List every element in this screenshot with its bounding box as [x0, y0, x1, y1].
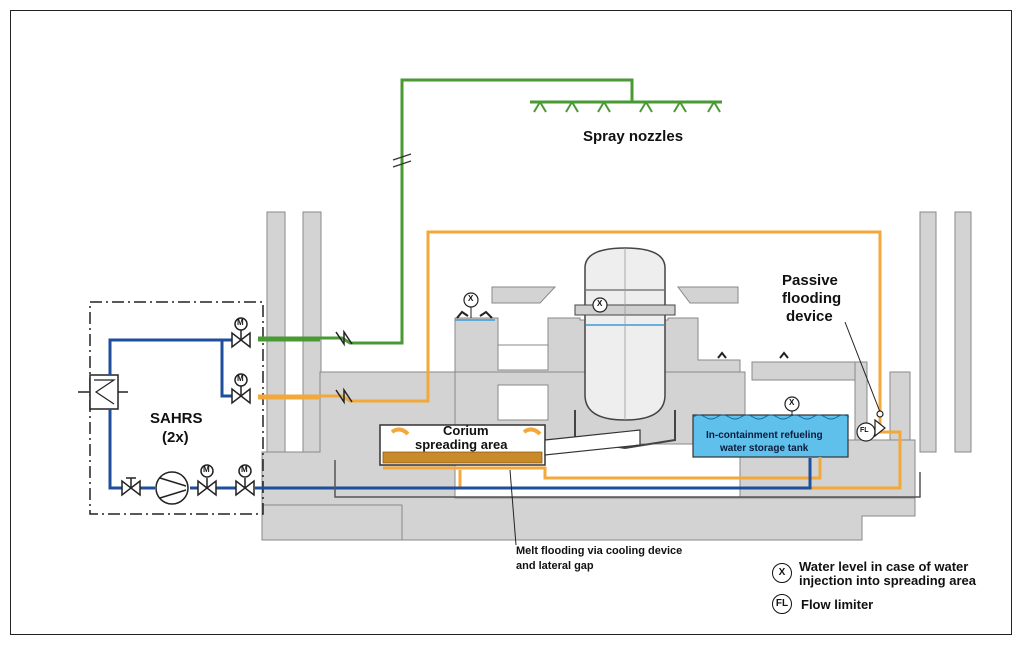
legend-water-level-symbol: X	[772, 563, 792, 583]
passive-flooding-label-3: device	[786, 308, 833, 325]
spray-nozzles-label: Spray nozzles	[583, 128, 684, 145]
tank-label-2: water storage tank	[720, 443, 809, 454]
sahrs-label-2: (2x)	[162, 429, 189, 446]
base-ledge	[261, 504, 403, 541]
motor-label-middle: M	[237, 374, 244, 383]
top-block-right	[677, 286, 739, 304]
motor-valve-lower-1[interactable]	[197, 464, 217, 497]
x-label-vessel: X	[597, 299, 603, 308]
check-valve-icon	[335, 329, 353, 405]
motor-label-lower-1: M	[203, 465, 210, 474]
gray-drain-line	[334, 460, 921, 498]
shaft-wall-right	[302, 211, 322, 453]
pit-window-upper	[497, 344, 549, 371]
motor-valve-middle[interactable]	[231, 373, 251, 405]
sahrs-label-1: SAHRS	[150, 410, 203, 427]
passive-flooding-label-2: flooding	[782, 290, 842, 307]
pipe-break-mark	[392, 153, 412, 168]
manual-valve[interactable]	[121, 477, 141, 497]
top-block-left	[491, 286, 557, 304]
diagram-frame	[10, 10, 1012, 635]
tank-shelf	[751, 361, 858, 381]
blue-sahrs-loop	[108, 338, 812, 490]
spray-line	[258, 78, 722, 345]
motor-label-lower-2: M	[241, 465, 248, 474]
melt-flooding-label-2: and lateral gap	[516, 560, 594, 572]
motor-valve-upper[interactable]	[231, 317, 251, 349]
tank-label-1: In-containment refueling	[706, 430, 823, 441]
water-storage-tank	[692, 414, 850, 458]
legend-water-level-line1: Water level in case of water	[799, 559, 969, 574]
motor-valve-lower-2[interactable]	[235, 464, 255, 497]
pit-window-lower	[497, 384, 549, 421]
far-right-wall-1	[919, 211, 937, 453]
x-label-pit: X	[468, 294, 474, 303]
pump-icon[interactable]	[155, 471, 189, 505]
fl-label-diagram: FL	[860, 427, 869, 434]
corium-spreading-area	[379, 424, 641, 466]
heat-exchanger-icon	[78, 374, 128, 410]
motor-label-upper: M	[237, 318, 244, 327]
shaft-wall-left	[266, 211, 286, 453]
passive-flooding-valve-icon	[874, 410, 886, 438]
melt-flooding-label-1: Melt flooding via cooling device	[516, 545, 683, 557]
passive-flooding-label-1: Passive	[782, 272, 838, 289]
x-label-tank: X	[789, 398, 795, 407]
corium-label-2: spreading area	[415, 437, 508, 452]
spray-nozzles-row	[533, 101, 721, 113]
corium-label-1: Corium	[443, 423, 489, 438]
legend-flow-limiter-symbol: FL	[772, 594, 792, 614]
far-right-wall-2	[954, 211, 972, 453]
reactor-vessel	[574, 247, 676, 450]
water-level-marker-vessel	[592, 297, 608, 313]
legend-water-level-line2: injection into spreading area	[799, 573, 976, 588]
legend-flow-limiter-label: Flow limiter	[801, 597, 874, 612]
